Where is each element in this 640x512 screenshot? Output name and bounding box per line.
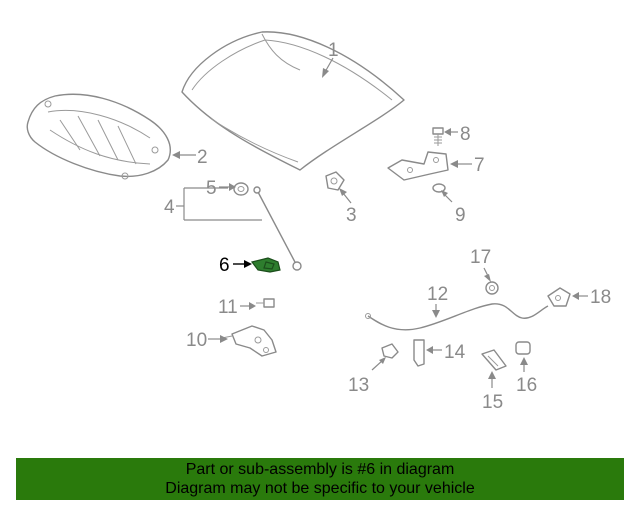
- parts-diagram: 1 2 3 4 5: [26, 31, 611, 413]
- callout-7: 7: [450, 155, 485, 176]
- callout-11-label: 11: [218, 297, 238, 318]
- callout-14-label: 14: [444, 342, 466, 363]
- release-handle-part: [481, 349, 507, 371]
- callout-11: 11: [218, 297, 256, 318]
- callout-6: 6: [219, 255, 252, 276]
- callout-9-label: 9: [455, 205, 466, 226]
- callout-7-label: 7: [474, 155, 485, 176]
- callout-9: 9: [441, 190, 466, 226]
- callout-1-label: 1: [328, 40, 339, 61]
- clamp-16-part: [515, 341, 531, 355]
- bumper-stop-part: [325, 171, 345, 191]
- grommet-17-part: [485, 281, 499, 295]
- clip-13-part: [381, 343, 399, 359]
- washer-part: [432, 183, 446, 193]
- hood-panel-part: [181, 31, 405, 171]
- callout-3-label: 3: [346, 205, 357, 226]
- callout-4: 4: [164, 187, 262, 221]
- callout-5-label: 5: [206, 178, 217, 199]
- hood-support-rod-part: [253, 186, 302, 271]
- callout-16: 16: [516, 357, 537, 396]
- callout-1: 1: [322, 40, 339, 78]
- rod-holder-part-highlighted: [250, 257, 281, 273]
- callout-8-label: 8: [460, 124, 471, 145]
- callout-12: 12: [427, 284, 448, 318]
- clip-14-part: [413, 339, 425, 367]
- banner-line-1: Part or sub-assembly is #6 in diagram: [185, 461, 455, 478]
- release-cable-part: [365, 303, 549, 331]
- connector-18-part: [547, 287, 571, 307]
- hood-hinge-part: [387, 151, 449, 181]
- hood-latch-part: [221, 325, 277, 357]
- callout-3: 3: [339, 188, 357, 226]
- callout-16-label: 16: [516, 375, 537, 396]
- callout-13-label: 13: [348, 375, 369, 396]
- latch-bolt-part: [256, 298, 275, 308]
- callout-8: 8: [444, 124, 471, 145]
- callout-2: 2: [172, 147, 208, 168]
- callout-10: 10: [186, 330, 228, 351]
- callout-14: 14: [426, 342, 466, 363]
- callout-18: 18: [572, 287, 611, 308]
- callout-12-label: 12: [427, 284, 448, 305]
- callout-17-label: 17: [470, 247, 491, 268]
- bolt-part: [432, 127, 444, 146]
- grommet-part: [233, 182, 249, 196]
- callout-17: 17: [470, 247, 491, 282]
- info-banner: Part or sub-assembly is #6 in diagram Di…: [16, 458, 624, 500]
- callout-10-label: 10: [186, 330, 207, 351]
- callout-6-label: 6: [219, 255, 230, 276]
- callout-4-label: 4: [164, 197, 175, 218]
- banner-line-2: Diagram may not be specific to your vehi…: [165, 480, 475, 497]
- callout-5: 5: [206, 178, 236, 199]
- callout-15: 15: [482, 371, 503, 413]
- callout-13: 13: [348, 357, 386, 396]
- callout-15-label: 15: [482, 392, 503, 413]
- hood-insulator-part: [26, 93, 171, 180]
- callout-2-label: 2: [197, 147, 208, 168]
- callout-18-label: 18: [590, 287, 611, 308]
